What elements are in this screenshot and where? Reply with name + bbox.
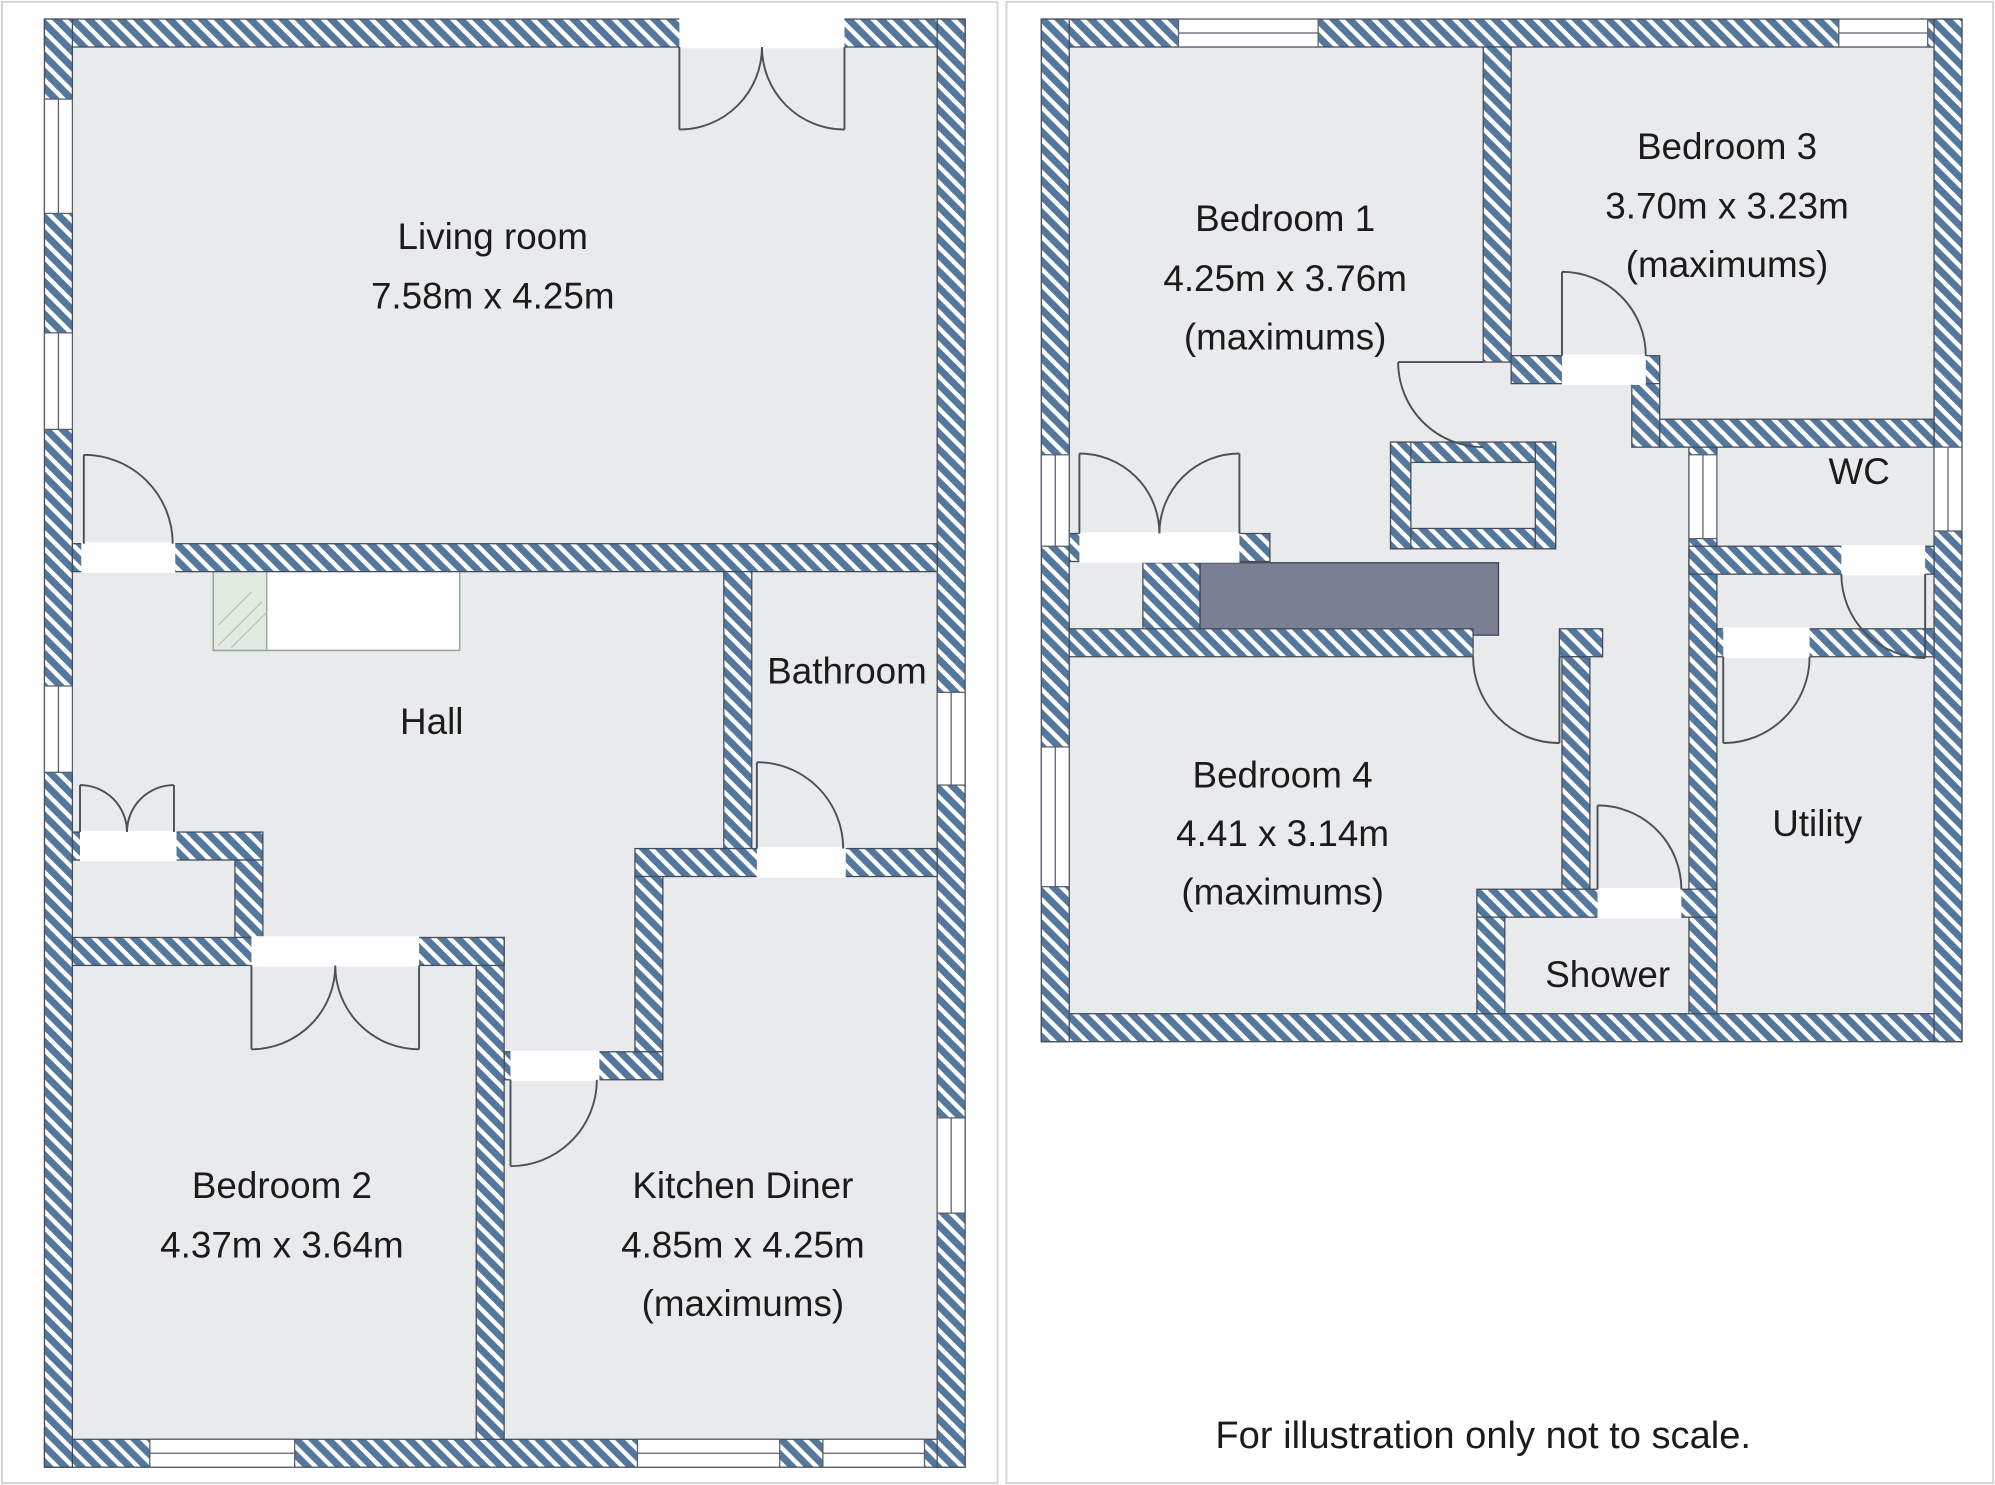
bedroom-4-label: Bedroom 4	[1193, 755, 1373, 796]
door-arc	[1722, 656, 1811, 745]
wc-label: WC	[1828, 451, 1889, 492]
door-arc	[1561, 270, 1647, 356]
shower-label: Shower	[1545, 954, 1670, 995]
door-arc	[250, 965, 421, 1051]
hall-label: Hall	[400, 701, 463, 742]
wall	[1558, 628, 1604, 658]
door-arc	[79, 784, 175, 833]
door-arc	[755, 761, 845, 849]
door-opening	[1723, 627, 1810, 659]
door-opening	[756, 847, 846, 878]
first-floor-plan: Bedroom 1 4.25m x 3.76m (maximums) Bedro…	[1040, 18, 1963, 1043]
stairs	[212, 565, 461, 652]
wall	[1040, 1013, 1963, 1043]
kitchen-diner-label: Kitchen Diner	[632, 1165, 853, 1206]
door-arc	[678, 47, 846, 131]
wall	[71, 543, 938, 573]
door-opening	[679, 17, 845, 49]
utility-label: Utility	[1772, 803, 1863, 844]
wall	[1561, 656, 1591, 890]
living-room-dims: 7.58m x 4.25m	[371, 276, 615, 317]
wall	[1476, 916, 1506, 1015]
door-arc	[82, 453, 174, 544]
bedroom-2-dims: 4.37m x 3.64m	[160, 1225, 404, 1266]
ground-floor-plan: Living room 7.58m x 4.25m Hall Bathroom …	[43, 17, 966, 1468]
door-opening	[1561, 354, 1646, 385]
wall	[1068, 628, 1474, 658]
bedroom-3-dims: 3.70m x 3.23m	[1605, 185, 1849, 226]
wall	[723, 571, 753, 850]
kitchen-diner-dims: 4.85m x 4.25m	[621, 1225, 865, 1266]
door-opening	[1841, 544, 1926, 576]
door-opening	[80, 830, 177, 862]
bathroom-label: Bathroom	[767, 650, 927, 691]
door-opening	[1079, 532, 1240, 563]
wall	[1659, 418, 1935, 448]
bedroom-4-dims: 4.41 x 3.14m	[1176, 813, 1389, 854]
kitchen-diner-note: (maximums)	[642, 1283, 845, 1324]
bedroom-1-label: Bedroom 1	[1195, 198, 1375, 239]
door-arc	[1840, 574, 1927, 659]
bedroom-1-note: (maximums)	[1184, 316, 1387, 357]
bedroom-4-note: (maximums)	[1181, 871, 1384, 912]
door-arc	[1472, 656, 1561, 745]
wall	[1688, 446, 1718, 1015]
wall	[1482, 46, 1512, 363]
door-opening	[81, 542, 176, 573]
living-room-label: Living room	[398, 216, 588, 257]
bedroom-3-note: (maximums)	[1626, 244, 1829, 285]
door-opening	[251, 936, 420, 967]
bedroom-3-label: Bedroom 3	[1637, 126, 1817, 167]
bedroom-2-label: Bedroom 2	[192, 1165, 372, 1206]
wall	[1389, 441, 1412, 550]
wall	[1389, 527, 1557, 550]
door-arc	[1596, 804, 1683, 890]
stairs-hatch	[217, 591, 268, 649]
door-opening	[510, 1050, 600, 1082]
disclaimer-text: For illustration only not to scale.	[1215, 1415, 1751, 1457]
wall	[634, 875, 664, 1053]
wall	[234, 859, 264, 939]
stairs-foot	[212, 565, 268, 652]
door-arc	[1397, 361, 1484, 449]
wall	[1631, 383, 1661, 448]
door-opening	[1597, 887, 1682, 919]
door-arc	[509, 1079, 598, 1168]
wall	[1534, 441, 1557, 550]
wall	[1389, 441, 1557, 464]
first-floor-panel-border	[1005, 0, 1995, 1485]
stairwell	[1199, 562, 1500, 636]
ground-floor-panel-border	[0, 0, 999, 1485]
door-arc	[1078, 452, 1241, 534]
wall	[1142, 562, 1201, 636]
bedroom-1-dims: 4.25m x 3.76m	[1163, 258, 1407, 299]
wall	[475, 936, 505, 1440]
